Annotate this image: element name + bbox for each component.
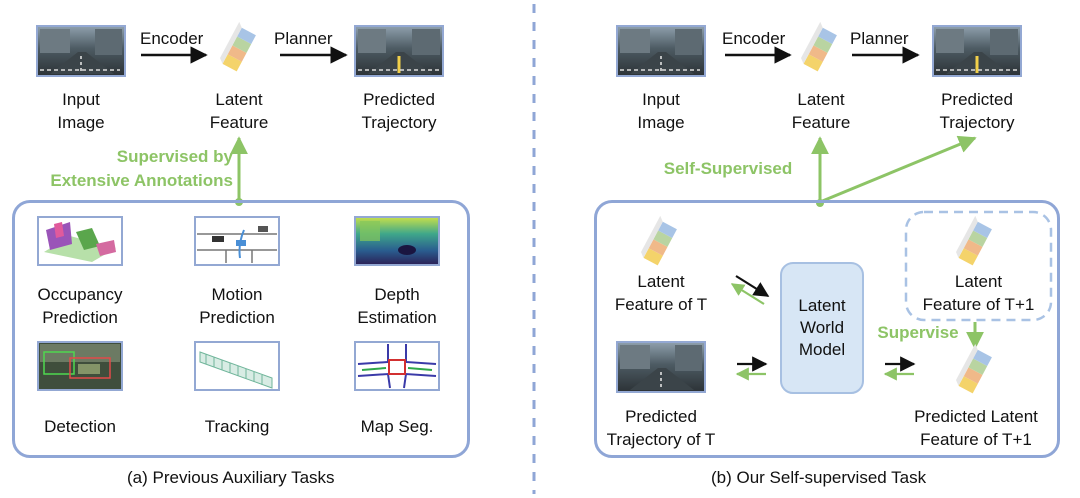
left-predicted-trajectory-thumb	[354, 25, 444, 77]
world-model-box	[780, 262, 864, 394]
motion-thumb	[194, 216, 280, 266]
left-input-image-thumb	[36, 25, 126, 77]
task-tracking-label: Tracking	[204, 417, 270, 436]
right-predicted-trajectory-thumb	[932, 25, 1022, 77]
self-supervised-label: Self-Supervised	[663, 159, 793, 178]
supervise-label: Supervise	[877, 323, 959, 342]
map-seg-thumb	[354, 341, 440, 391]
left-planner-label: Planner	[274, 29, 333, 48]
latent-t1-cuboid	[956, 215, 992, 266]
right-encoder-label: Encoder	[722, 29, 786, 48]
right-input-image-thumb	[616, 25, 706, 77]
latent-t1-dashed-box	[904, 210, 1053, 322]
tracking-thumb	[194, 341, 280, 391]
trajectory-t-thumb	[616, 341, 706, 393]
latent-t-cuboid	[641, 215, 677, 266]
left-caption: (a) Previous Auxiliary Tasks	[127, 468, 335, 487]
left-latent-cuboid	[220, 21, 256, 72]
pred-latent-t1-cuboid	[956, 343, 992, 394]
right-caption: (b) Our Self-supervised Task	[711, 468, 927, 487]
depth-thumb	[354, 216, 440, 266]
right-self-supervised-panel	[594, 200, 1060, 458]
left-encoder-label: Encoder	[140, 29, 204, 48]
task-map-seg-label: Map Seg.	[360, 417, 434, 436]
right-planner-label: Planner	[850, 29, 909, 48]
left-auxiliary-panel	[12, 200, 470, 458]
world-to-latent-t-arrow	[730, 283, 765, 305]
right-self-supervised-arrow-diag	[819, 135, 977, 204]
task-detection-label: Detection	[44, 417, 116, 436]
detection-thumb	[37, 341, 123, 391]
right-latent-cuboid	[801, 21, 837, 72]
occupancy-thumb	[37, 216, 123, 266]
latent-t-to-world-arrow	[735, 275, 770, 297]
